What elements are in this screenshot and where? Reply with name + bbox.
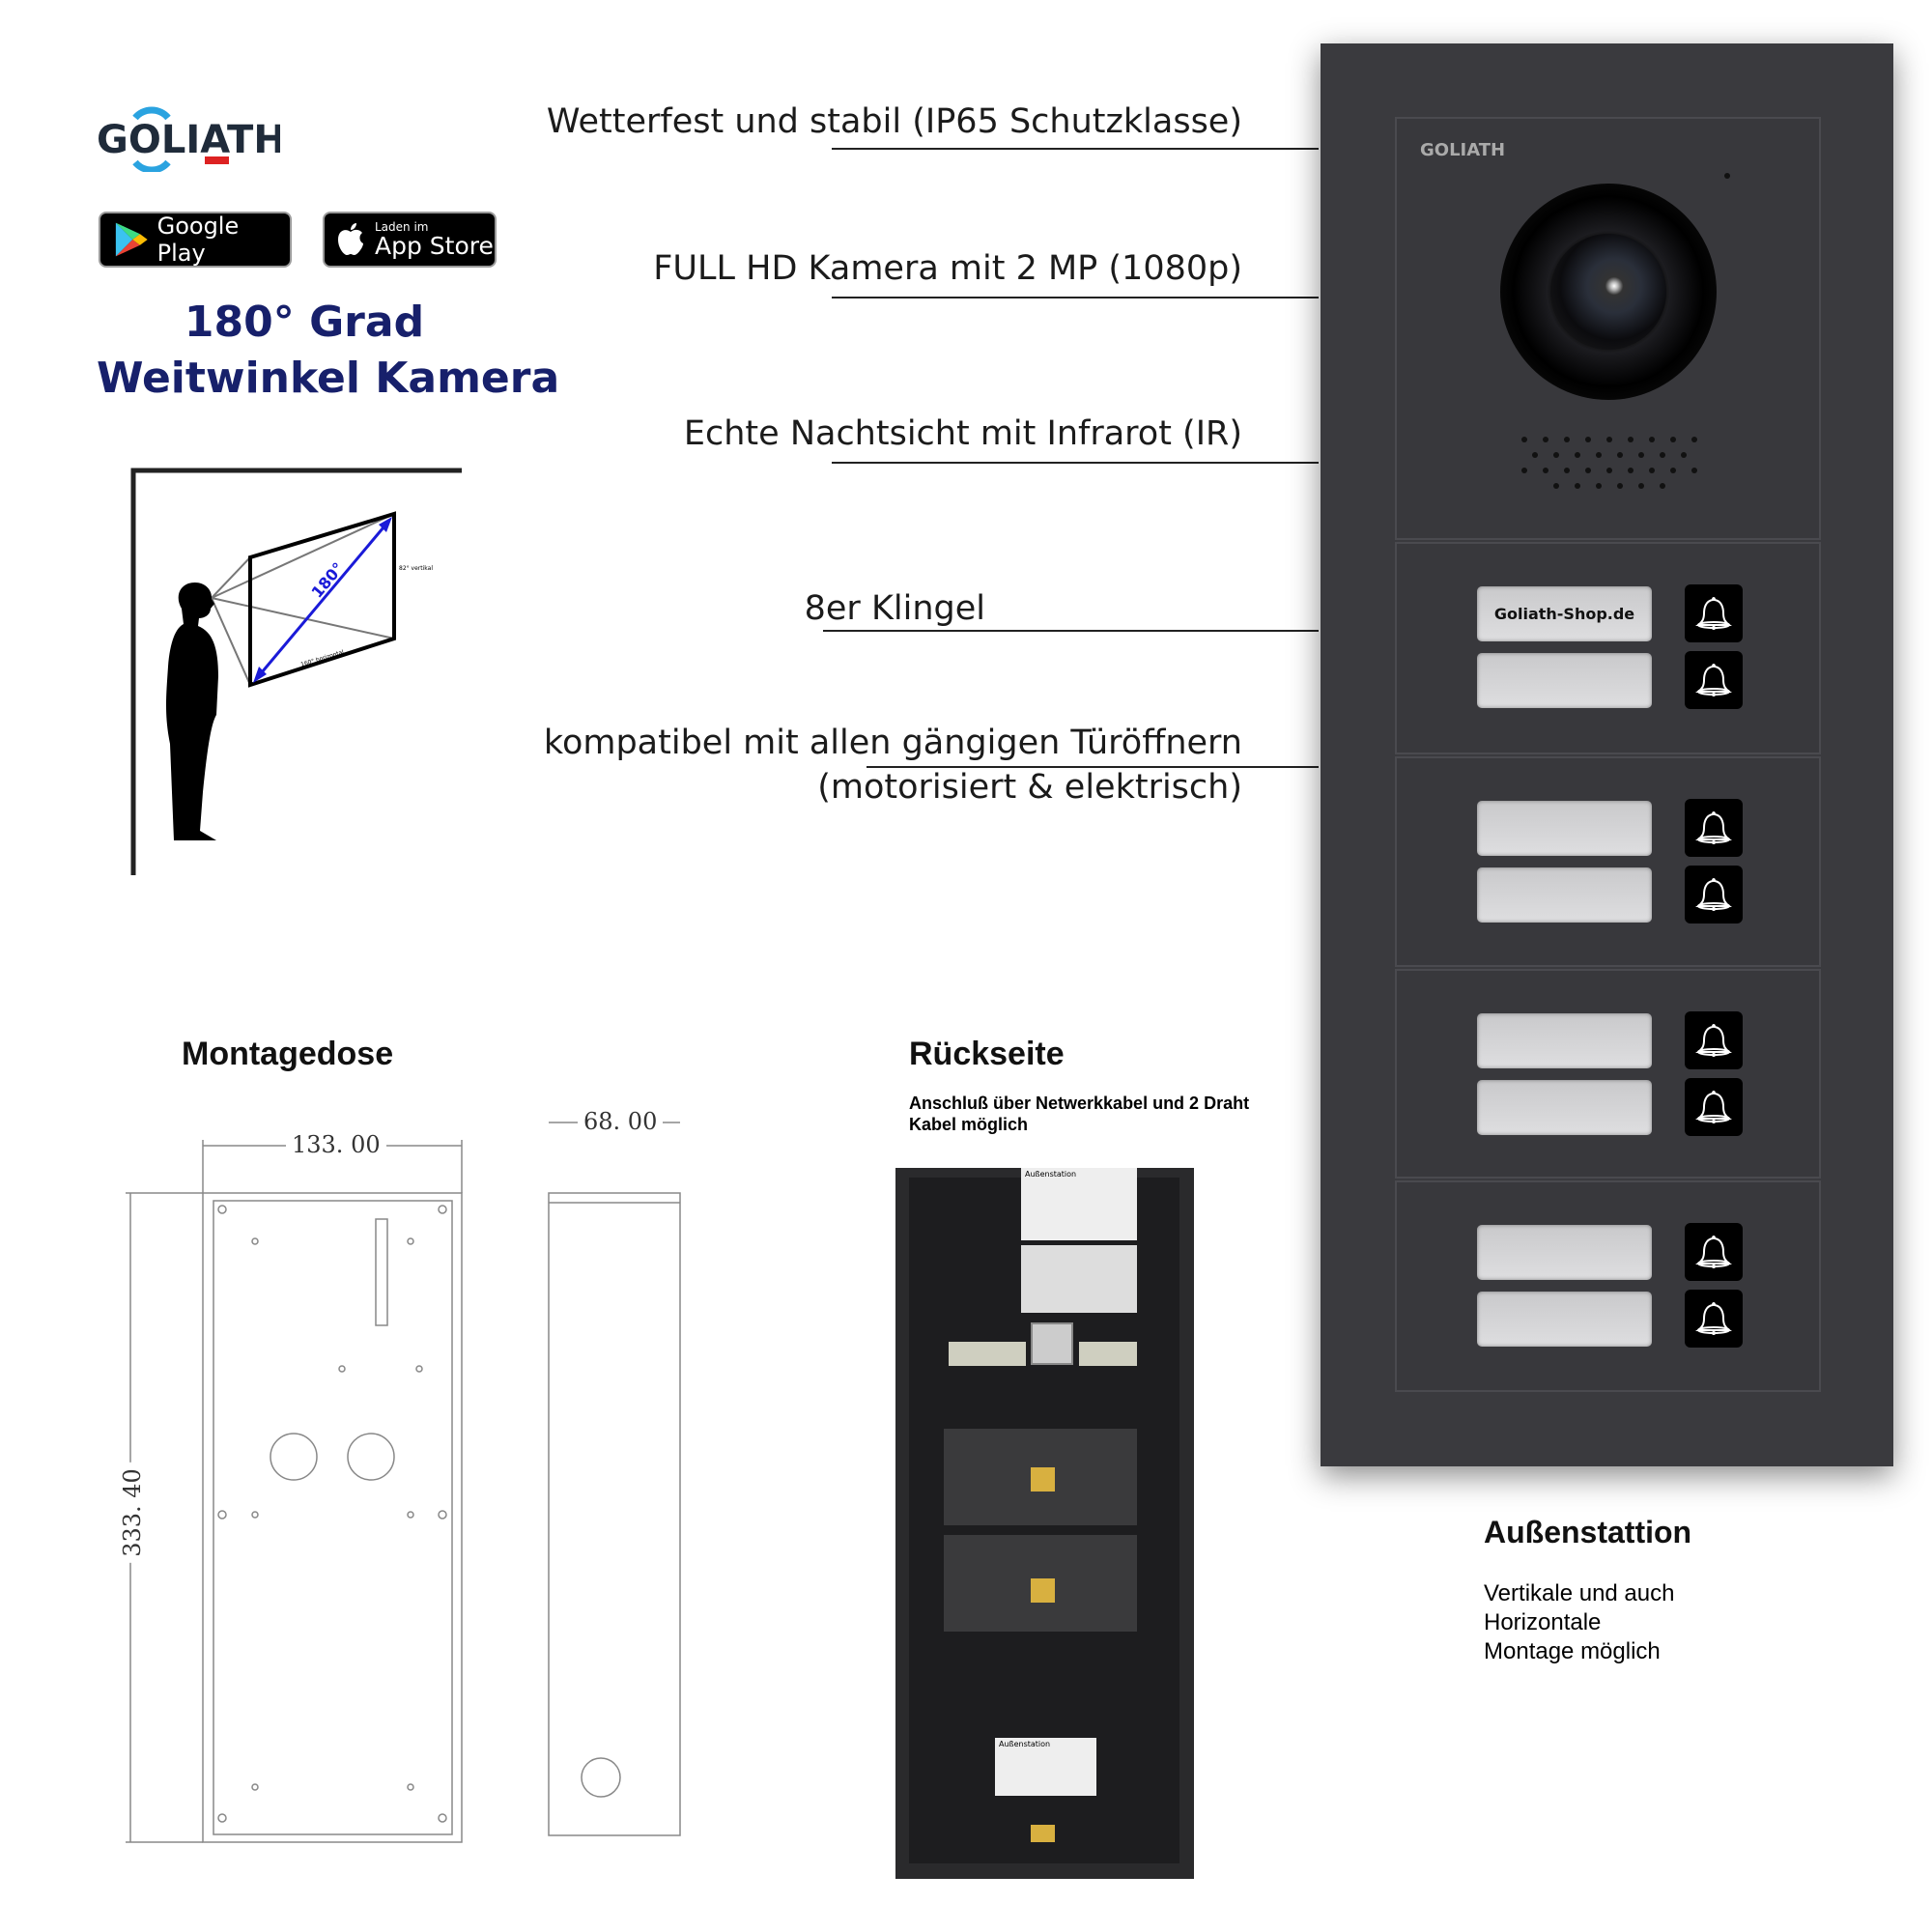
bell-button[interactable]	[1685, 1223, 1743, 1281]
google-play-label: Google Play	[156, 213, 240, 267]
bell-button[interactable]	[1685, 584, 1743, 642]
bell-button[interactable]	[1685, 1078, 1743, 1136]
bell-button[interactable]	[1685, 1011, 1743, 1069]
bell-button[interactable]	[1685, 651, 1743, 709]
name-label	[1477, 1080, 1652, 1135]
bell-module	[1395, 756, 1821, 967]
bell-button[interactable]	[1685, 799, 1743, 857]
feature-line	[832, 462, 1319, 464]
bell-icon	[1695, 663, 1732, 696]
ethernet-port	[1031, 1322, 1073, 1365]
name-label	[1477, 653, 1652, 708]
logo-wordmark: GOLIATH	[97, 118, 280, 162]
name-label	[1477, 1292, 1652, 1347]
app-store-label: App Store	[375, 232, 494, 260]
aussenstation-line: Horizontale	[1484, 1609, 1602, 1635]
app-store-badge[interactable]: Laden im App Store	[323, 212, 497, 268]
bell-module	[1395, 969, 1821, 1179]
panel-logo: GOLIATH	[1420, 140, 1506, 160]
dimension-width: 133. 00	[286, 1131, 386, 1158]
terminal-block	[1079, 1342, 1137, 1366]
bell-icon	[1695, 877, 1732, 911]
feature-camera: FULL HD Kamera mit 2 MP (1080p)	[653, 249, 1242, 288]
back-side-photo: Außenstation Außenstation	[895, 1168, 1194, 1879]
field-of-view-diagram: 180° 82° vertikal 160° horizontal	[130, 468, 462, 875]
product-sticker: Außenstation	[1021, 1168, 1137, 1240]
sticker-text: Außenstation	[1025, 1170, 1077, 1179]
aussenstation-line: Vertikale und auch	[1484, 1580, 1675, 1606]
product-sticker: Außenstation	[995, 1738, 1096, 1796]
headline-line1: 180° Grad	[184, 298, 425, 347]
name-label	[1477, 867, 1652, 923]
bell-icon	[1695, 1090, 1732, 1123]
app-store-small: Laden im	[375, 220, 429, 234]
microphone-hole	[1724, 173, 1730, 179]
rueckseite-title: Rückseite	[909, 1036, 1065, 1072]
bell-icon	[1695, 1023, 1732, 1057]
name-label	[1477, 1225, 1652, 1280]
feature-compatible: kompatibel mit allen gängigen Türöffnern	[543, 724, 1242, 762]
goliath-logo: GOLIATH	[97, 104, 286, 174]
feature-line	[832, 148, 1319, 150]
terminal-block	[949, 1342, 1026, 1366]
vertical-label: 82° vertikal	[399, 565, 433, 572]
aussenstation-line: Montage möglich	[1484, 1638, 1661, 1664]
person-silhouette	[166, 582, 218, 840]
name-label: Goliath-Shop.de	[1477, 586, 1652, 641]
feature-line	[867, 766, 1319, 768]
sticker-text: Außenstation	[999, 1740, 1051, 1748]
google-play-icon	[115, 222, 148, 257]
bell-module: Goliath-Shop.de	[1395, 542, 1821, 754]
bell-icon	[1695, 810, 1732, 844]
bell-icon	[1695, 1235, 1732, 1268]
bell-module	[1395, 1180, 1821, 1392]
headline-line2: Weitwinkel Kamera	[97, 354, 560, 403]
bell-icon	[1695, 1301, 1732, 1335]
aussenstation-title: Außenstattion	[1484, 1515, 1692, 1549]
rueckseite-line1: Anschluß über Netwerkkabel und 2 Draht	[909, 1094, 1250, 1113]
feature-line	[832, 297, 1319, 298]
feature-bells: 8er Klingel	[804, 589, 985, 628]
speaker-grille	[1521, 437, 1697, 489]
mounting-box-drawing	[126, 1122, 681, 1843]
google-play-badge[interactable]: Google Play	[99, 212, 292, 268]
rueckseite-line2: Kabel möglich	[909, 1115, 1029, 1134]
montagedose-title: Montagedose	[182, 1036, 394, 1072]
bell-button[interactable]	[1685, 1290, 1743, 1348]
feature-weatherproof: Wetterfest und stabil (IP65 Schutzklasse…	[546, 102, 1242, 141]
name-label	[1477, 801, 1652, 856]
name-label	[1477, 1013, 1652, 1068]
feature-night-vision: Echte Nachtsicht mit Infrarot (IR)	[683, 414, 1242, 453]
feature-line	[823, 630, 1319, 632]
camera-lens	[1500, 184, 1717, 400]
camera-plate: GOLIATH	[1395, 117, 1821, 540]
dimension-depth: 68. 00	[578, 1108, 664, 1135]
bell-icon	[1695, 596, 1732, 630]
horizontal-label: 160° horizontal	[300, 649, 346, 668]
door-station-panel: GOLIATH Goliath-Shop.de	[1321, 43, 1893, 1466]
apple-icon	[338, 223, 363, 255]
bell-button[interactable]	[1685, 866, 1743, 923]
feature-compatible-sub: (motorisiert & elektrisch)	[817, 768, 1242, 807]
dimension-height: 333. 40	[118, 1463, 146, 1563]
